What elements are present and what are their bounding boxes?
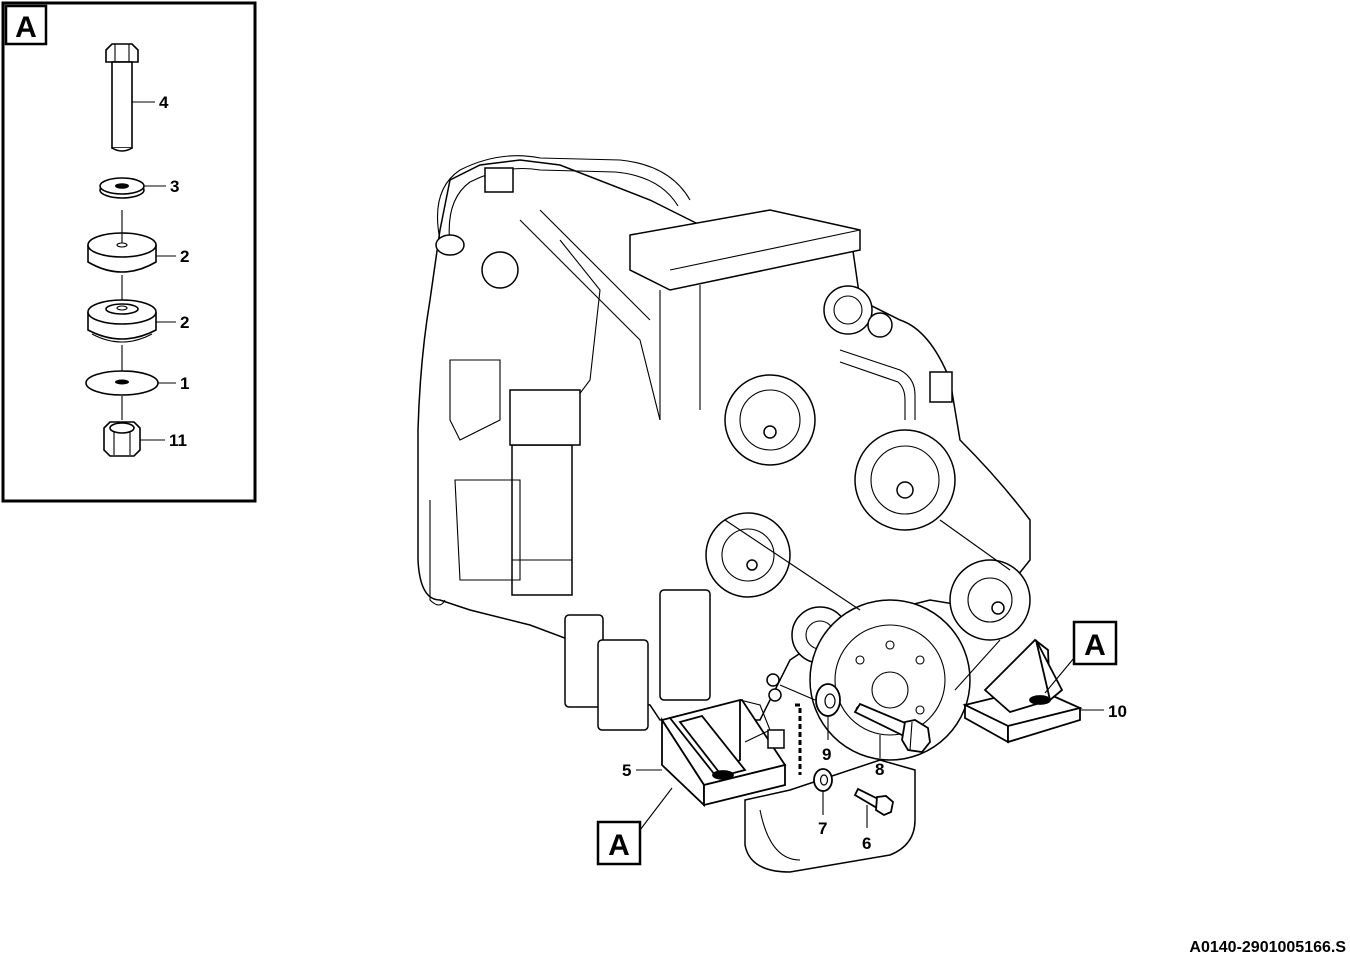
rubber-mount-upper-part [87, 210, 157, 273]
callout-4: 4 [159, 93, 169, 112]
callout-10: 10 [1108, 702, 1127, 721]
callout-1: 1 [180, 374, 189, 393]
right-mount-bracket [962, 638, 1083, 744]
bolt-8-part [853, 702, 931, 753]
bolt-part [105, 43, 139, 152]
callout-2-upper: 2 [180, 247, 189, 266]
reference-label-left: A [608, 829, 630, 862]
reference-a-left: A [596, 787, 673, 866]
rubber-mount-lower-part [87, 275, 157, 343]
engine-illustration [417, 155, 1031, 873]
reference-label-right: A [1084, 629, 1106, 662]
callout-6: 6 [862, 834, 871, 853]
detail-a-panel: A 4 3 2 [1, 1, 257, 503]
nut-part [103, 396, 141, 457]
detail-label: A [15, 11, 37, 44]
callout-7: 7 [818, 819, 827, 838]
reference-a-right: A [1044, 620, 1118, 694]
washer-9-part [815, 683, 841, 717]
callout-11: 11 [169, 431, 187, 450]
drawing-number: A0140-2901005166.S [1189, 939, 1346, 956]
callout-8: 8 [875, 760, 884, 779]
left-mount-bracket [660, 698, 787, 808]
washer-7-part [813, 768, 833, 792]
callout-3: 3 [170, 177, 179, 196]
callout-2-lower: 2 [180, 313, 189, 332]
callout-9: 9 [822, 745, 831, 764]
callout-5: 5 [622, 761, 631, 780]
bolt-6-part [853, 787, 894, 817]
small-washer-part [99, 177, 145, 199]
